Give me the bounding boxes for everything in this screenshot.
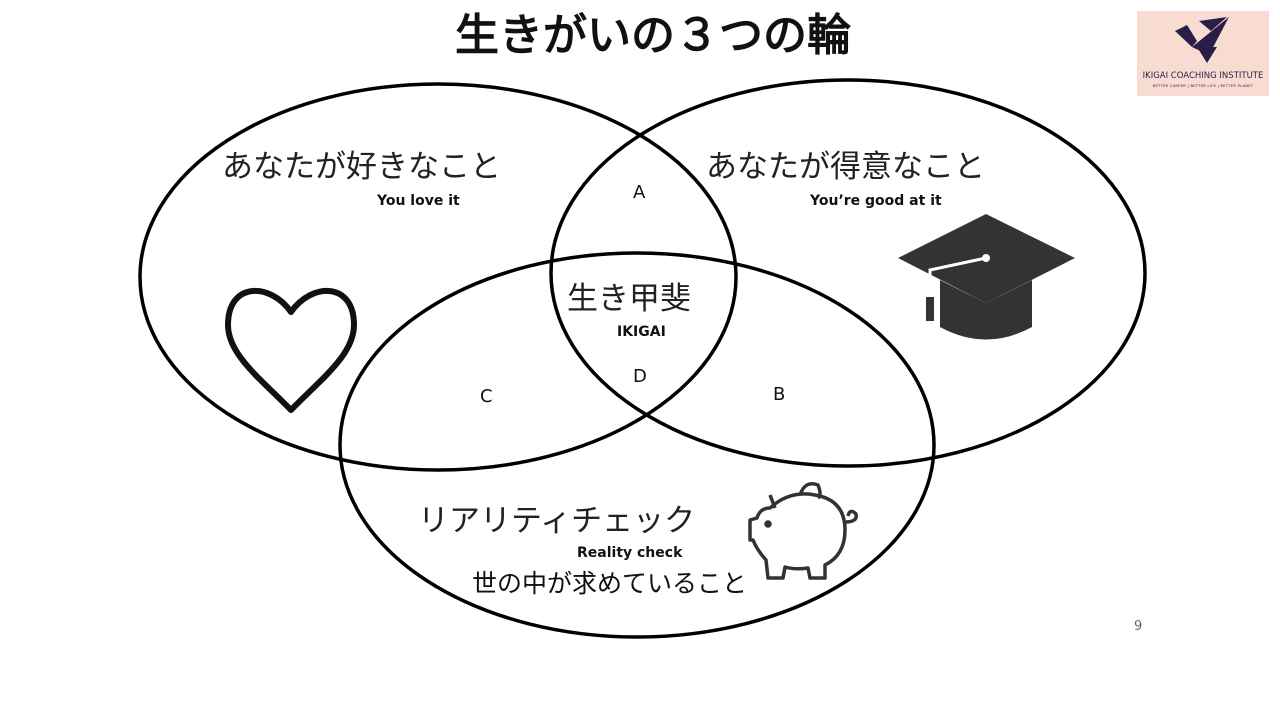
logo-tagline: BETTER CAREER | BETTER LIFE | BETTER PLA… bbox=[1152, 84, 1254, 88]
heart-icon bbox=[225, 288, 357, 413]
good-label-en: You’re good at it bbox=[810, 193, 942, 209]
circle-reality bbox=[338, 251, 936, 639]
love-label-en: You love it bbox=[377, 193, 460, 209]
page-number: 9 bbox=[1134, 619, 1143, 634]
love-label: あなたが好きなこと bbox=[222, 149, 501, 185]
ikigai-label: 生き甲斐 bbox=[567, 281, 691, 317]
region-a: A bbox=[633, 182, 646, 203]
origami-bird-icon bbox=[1175, 17, 1229, 63]
region-b: B bbox=[773, 384, 786, 405]
reality-label-en: Reality check bbox=[577, 545, 683, 561]
ikigai-label-en: IKIGAI bbox=[617, 324, 666, 340]
circle-love bbox=[138, 82, 738, 472]
circle-good bbox=[549, 78, 1147, 468]
slide-title: 生きがいの３つの輪 bbox=[455, 10, 851, 61]
reality-label: リアリティチェック bbox=[418, 503, 696, 539]
logo: IKIGAI COACHING INSTITUTE BETTER CAREER … bbox=[1137, 11, 1269, 96]
region-d: D bbox=[633, 366, 647, 387]
graduation-cap-icon bbox=[898, 214, 1075, 340]
good-label: あなたが得意なこと bbox=[706, 149, 985, 185]
logo-name: IKIGAI COACHING INSTITUTE bbox=[1142, 71, 1264, 81]
reality-sublabel: 世の中が求めていること bbox=[472, 569, 748, 598]
region-c: C bbox=[480, 386, 493, 407]
piggy-bank-icon bbox=[748, 482, 859, 580]
